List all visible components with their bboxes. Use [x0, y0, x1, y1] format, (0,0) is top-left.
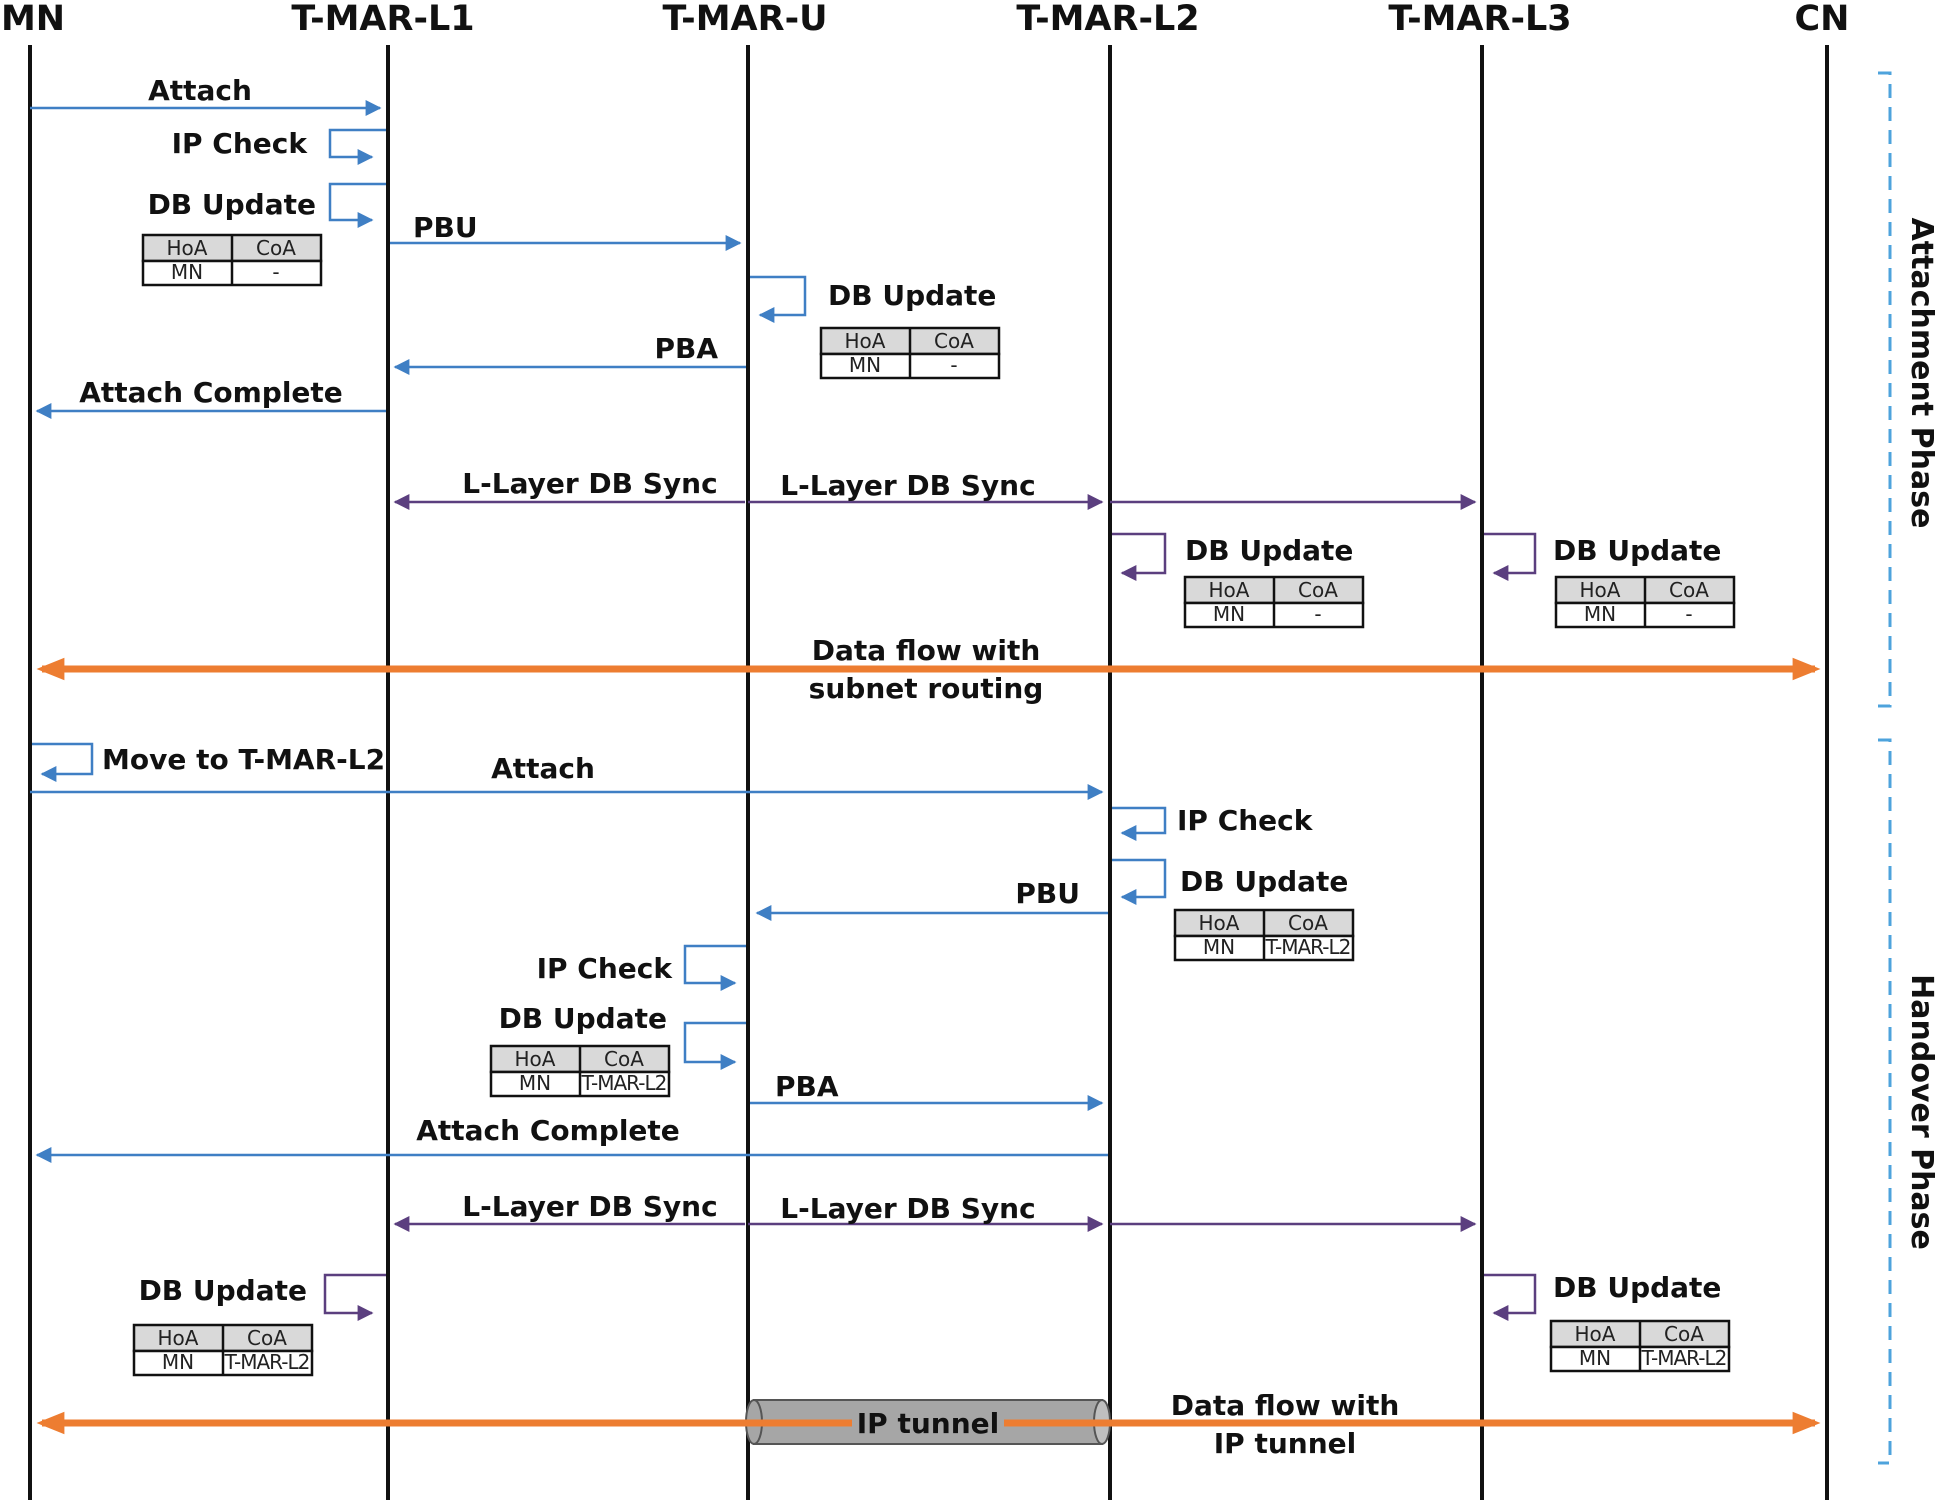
svg-text:CoA: CoA [1664, 1322, 1704, 1346]
db-update-label-u-ho: DB Update [499, 1002, 667, 1035]
svg-text:MN: MN [1584, 602, 1616, 626]
pbu-label: PBU [413, 211, 478, 244]
move-loop [32, 742, 94, 782]
db-update-label-l3: DB Update [1553, 534, 1721, 567]
handover-phase-bracket [1878, 738, 1892, 1465]
db-update-loop-l3 [1484, 532, 1537, 581]
db-table: HoA CoA MN - [141, 233, 323, 287]
db-table: HoA CoA MN T-MAR-L2 [1549, 1319, 1731, 1373]
attachment-phase-bracket [1878, 71, 1892, 708]
svg-text:MN: MN [1579, 1346, 1611, 1370]
entity-t-mar-l3: T-MAR-L3 [1388, 0, 1571, 39]
db-table: HoA CoA MN T-MAR-L2 [132, 1323, 314, 1377]
l-layer-sync-label-4: L-Layer DB Sync [462, 1190, 717, 1223]
l-layer-sync-label-5: L-Layer DB Sync [780, 1192, 1035, 1225]
svg-text:-: - [272, 260, 279, 284]
svg-text:CoA: CoA [256, 236, 296, 260]
db-update-loop-l2-ho [1112, 858, 1167, 905]
svg-text:CoA: CoA [604, 1047, 644, 1071]
svg-text:MN: MN [1213, 602, 1245, 626]
svg-text:CoA: CoA [1298, 578, 1338, 602]
svg-text:HoA: HoA [1575, 1322, 1616, 1346]
attach-complete-label: Attach Complete [79, 376, 343, 409]
svg-text:T-MAR-L2: T-MAR-L2 [1641, 1346, 1727, 1370]
svg-text:HoA: HoA [1199, 911, 1240, 935]
db-update-label-l3-ho: DB Update [1553, 1271, 1721, 1304]
svg-text:T-MAR-L2: T-MAR-L2 [224, 1350, 310, 1374]
svg-text:CoA: CoA [1669, 578, 1709, 602]
svg-text:T-MAR-L2: T-MAR-L2 [581, 1071, 667, 1095]
ip-check-label: IP Check [172, 127, 309, 160]
subnet-routing-label: subnet routing [809, 672, 1044, 705]
ip-check-loop-u [683, 944, 746, 991]
ip-check-loop [328, 128, 386, 165]
db-update-loop-l1 [328, 182, 386, 228]
db-update-label-u: DB Update [828, 279, 996, 312]
db-table: HoA CoA MN T-MAR-L2 [489, 1044, 671, 1098]
move-label: Move to T-MAR-L2 [102, 743, 385, 776]
svg-text:T-MAR-L2: T-MAR-L2 [1265, 935, 1351, 959]
svg-text:HoA: HoA [845, 329, 886, 353]
attach-label-2: Attach [491, 752, 595, 785]
db-table: HoA CoA MN - [1554, 575, 1736, 629]
svg-text:HoA: HoA [158, 1326, 199, 1350]
svg-text:-: - [1685, 602, 1692, 626]
ip-check-loop-l2 [1112, 806, 1167, 841]
svg-text:-: - [1314, 602, 1321, 626]
svg-text:CoA: CoA [1288, 911, 1328, 935]
attach-label: Attach [148, 74, 252, 107]
entity-mn: MN [1, 0, 65, 39]
pba-label: PBA [654, 332, 718, 365]
svg-text:MN: MN [162, 1350, 194, 1374]
ip-tunnel-flow-label: IP tunnel [1214, 1427, 1356, 1460]
ip-check-label-l2: IP Check [1177, 804, 1314, 837]
svg-text:CoA: CoA [934, 329, 974, 353]
data-flow-label-2: Data flow with [1171, 1389, 1400, 1422]
svg-text:CoA: CoA [247, 1326, 287, 1350]
attach-complete-label-2: Attach Complete [416, 1114, 680, 1147]
pbu-label-2: PBU [1015, 877, 1080, 910]
data-flow-label-1: Data flow with [812, 634, 1041, 667]
svg-text:MN: MN [171, 260, 203, 284]
attachment-phase-label: Attachment Phase [1904, 218, 1935, 529]
db-update-label-l1: DB Update [148, 188, 316, 221]
svg-text:HoA: HoA [515, 1047, 556, 1071]
svg-text:HoA: HoA [1580, 578, 1621, 602]
svg-text:HoA: HoA [167, 236, 208, 260]
db-table: HoA CoA MN - [819, 326, 1001, 380]
svg-text:MN: MN [1203, 935, 1235, 959]
db-update-loop-u-ho [683, 1021, 746, 1070]
entity-t-mar-u: T-MAR-U [662, 0, 827, 39]
pba-label-2: PBA [775, 1070, 839, 1103]
db-update-label-l1-ho: DB Update [139, 1274, 307, 1307]
db-table: HoA CoA MN - [1183, 575, 1365, 629]
entity-t-mar-l2: T-MAR-L2 [1016, 0, 1199, 39]
db-update-loop-l1-ho [323, 1273, 386, 1321]
entity-t-mar-l1: T-MAR-L1 [291, 0, 474, 39]
entity-cn: CN [1795, 0, 1850, 39]
db-update-loop-l2 [1112, 532, 1167, 581]
db-update-label-l2: DB Update [1185, 534, 1353, 567]
db-update-loop-l3-ho [1484, 1273, 1537, 1321]
svg-text:-: - [950, 353, 957, 377]
l-layer-sync-label-2: L-Layer DB Sync [780, 469, 1035, 502]
db-update-loop-u [750, 275, 807, 323]
svg-text:MN: MN [519, 1071, 551, 1095]
db-update-label-l2-ho: DB Update [1180, 865, 1348, 898]
ip-tunnel-label-bg [852, 1408, 1004, 1440]
ip-tunnel-label: IP tunnel [857, 1407, 999, 1440]
svg-text:HoA: HoA [1209, 578, 1250, 602]
db-table: HoA CoA MN T-MAR-L2 [1173, 908, 1355, 962]
lifelines [28, 45, 1829, 1500]
handover-phase-label: Handover Phase [1904, 974, 1935, 1250]
ip-check-label-u: IP Check [537, 952, 674, 985]
svg-text:MN: MN [849, 353, 881, 377]
l-layer-sync-label-1: L-Layer DB Sync [462, 467, 717, 500]
